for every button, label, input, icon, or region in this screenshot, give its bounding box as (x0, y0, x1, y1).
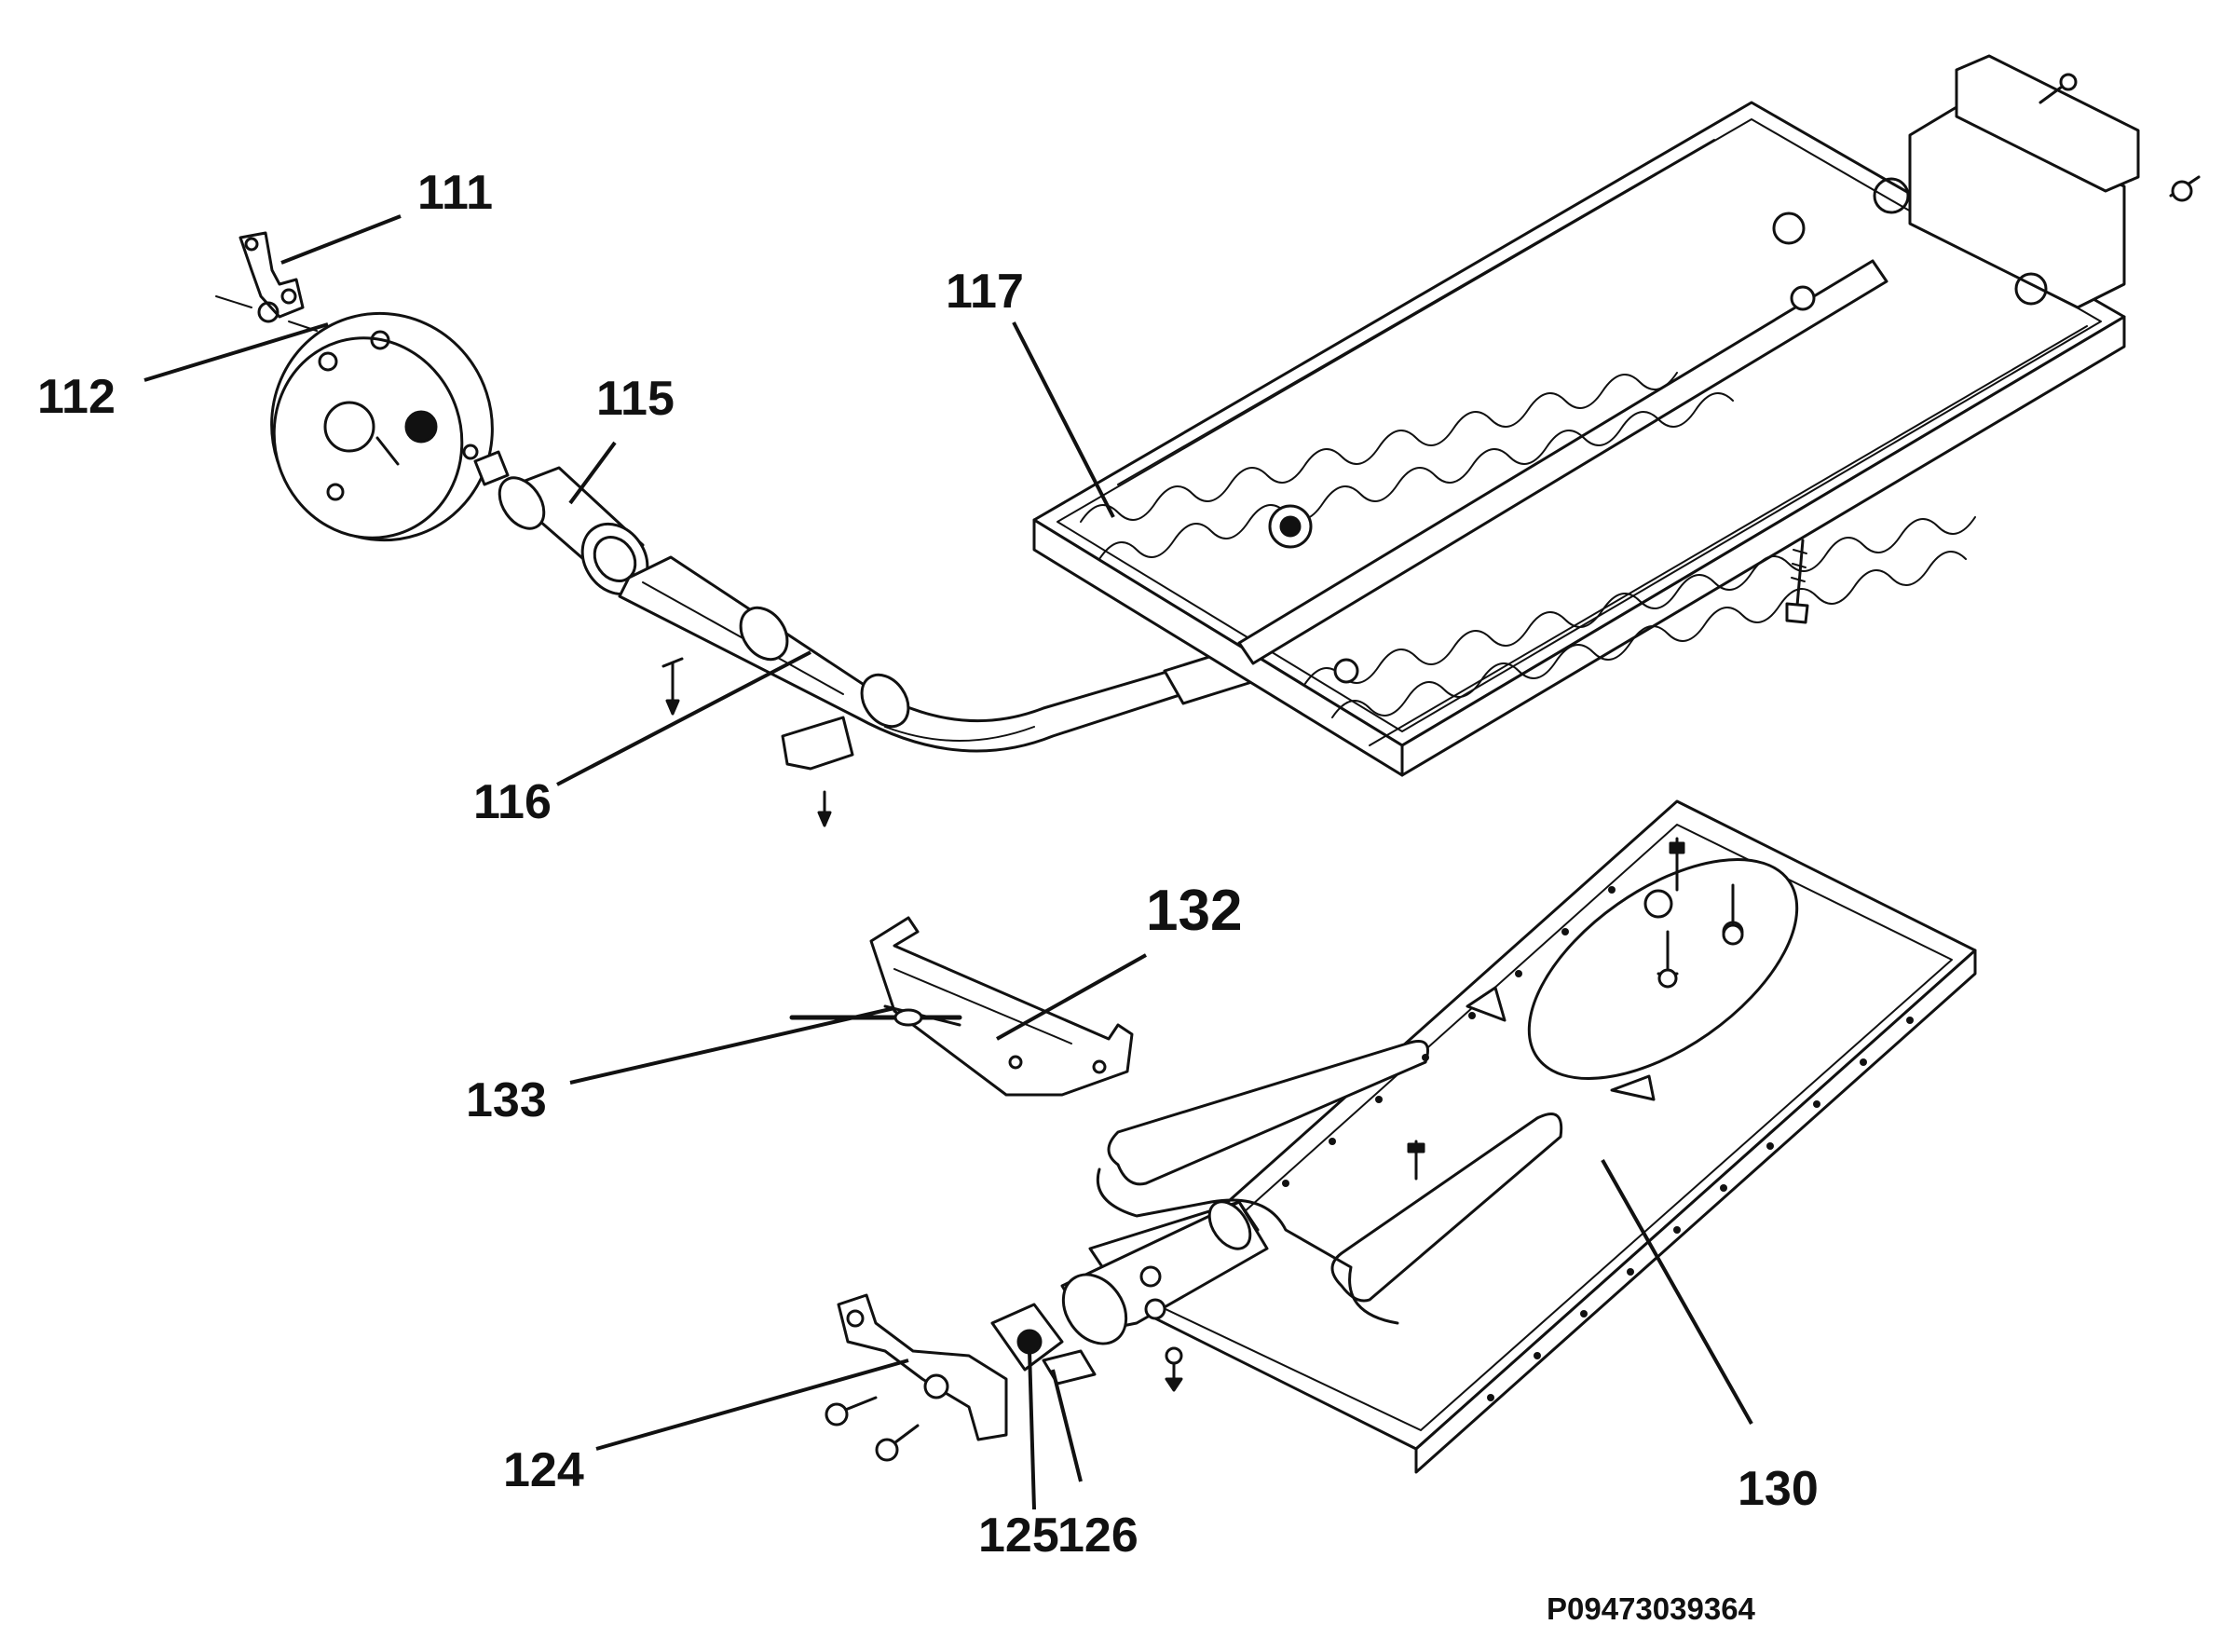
label-112: 112 (37, 370, 116, 424)
screw-icon (825, 1396, 878, 1427)
label-117: 117 (946, 265, 1024, 319)
rear-mounting-bracket (1873, 54, 2201, 309)
fitting-126 (1042, 1349, 1097, 1386)
label-130: 130 (1738, 1462, 1819, 1516)
screw-icon (1785, 539, 1809, 624)
screw-icon (1722, 883, 1744, 946)
screw-icon (661, 657, 684, 716)
reference-code: P09473039364 (1547, 1591, 1756, 1626)
screw-icon (817, 790, 832, 827)
label-132: 132 (1146, 879, 1242, 943)
label-124: 124 (503, 1443, 584, 1497)
label-111: 111 (417, 166, 493, 220)
fitting-125 (990, 1303, 1064, 1372)
screw-icon (1657, 930, 1679, 989)
screw-icon (1669, 837, 1685, 892)
screw-icon (1407, 1140, 1425, 1181)
label-116: 116 (473, 775, 552, 829)
label-126: 126 (1057, 1509, 1138, 1563)
screw-icon (1165, 1346, 1183, 1392)
igniter-bracket-132 (869, 916, 1134, 1097)
bake-burner-130 (1088, 799, 1977, 1474)
gas-valve-housing (270, 311, 494, 542)
screw-icon (875, 1424, 920, 1462)
label-133: 133 (466, 1073, 547, 1127)
label-115: 115 (596, 372, 675, 426)
leader-lines (143, 214, 1753, 1510)
igniter-rod-133 (789, 1004, 962, 1027)
bake-burner-inlet (1060, 1200, 1269, 1345)
label-125: 125 (978, 1509, 1059, 1563)
broiler-burner-117 (1032, 101, 2126, 777)
valve-bracket-124 (837, 1293, 1008, 1441)
valve-clip-111 (215, 231, 318, 332)
orifice-fitting (473, 450, 510, 486)
